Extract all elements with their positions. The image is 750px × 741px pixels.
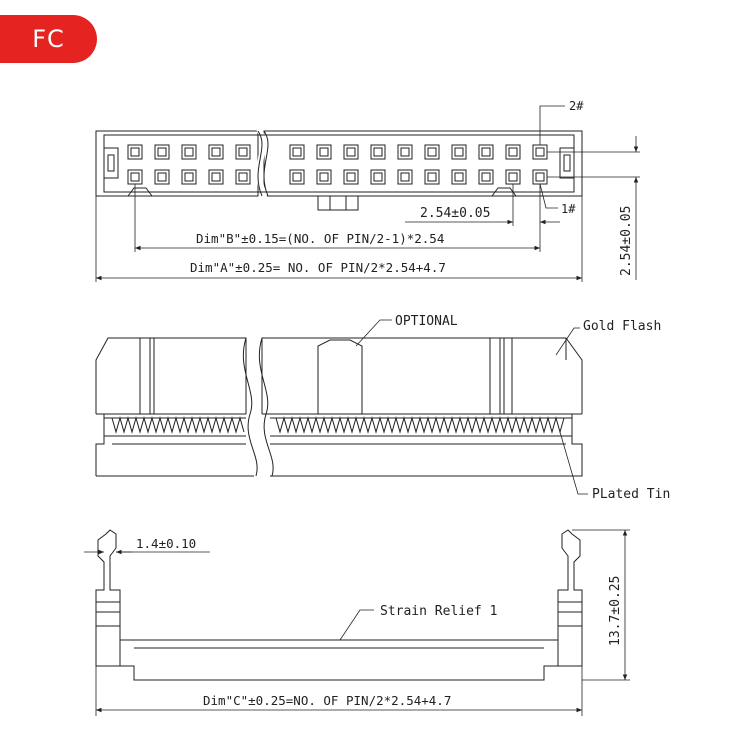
gold-flash-label: Gold Flash xyxy=(583,319,661,334)
pin-array xyxy=(127,144,548,185)
dim-c-formula: Dim"C"±0.25=NO. OF PIN/2*2.54+4.7 xyxy=(203,693,451,708)
top-body-left xyxy=(95,130,259,197)
dim-b-formula: Dim"B"±0.15=(NO. OF PIN/2-1)*2.54 xyxy=(196,231,444,246)
plated-tin-label: PLated Tin xyxy=(592,487,670,502)
front-view: OPTIONAL Gold Flash PLated Tin xyxy=(95,314,670,502)
optional-label: OPTIONAL xyxy=(395,314,458,329)
vertical-pitch-dimension: 2.54±0.05 xyxy=(619,206,634,276)
top-view: 2# 1# 2.54±0.05 Dim"B"±0.15=(NO. OF PIN/… xyxy=(95,99,640,282)
left-end-key xyxy=(103,147,119,179)
side-view: 1.4±0.10 13.7±0.25 Strain Relief 1 Dim"C… xyxy=(84,529,630,716)
top-body-right xyxy=(263,130,583,197)
right-latch xyxy=(557,529,583,667)
contact-teeth xyxy=(104,416,572,445)
fc-badge: FC xyxy=(0,15,97,63)
front-housing-left xyxy=(95,337,247,414)
right-end-key xyxy=(559,147,575,179)
height-dimension: 13.7±0.25 xyxy=(608,576,623,646)
strain-relief-label: Strain Relief 1 xyxy=(380,604,497,619)
optional-feature xyxy=(317,339,363,414)
pin-label-1: 1# xyxy=(561,202,576,216)
front-housing-right xyxy=(261,337,583,414)
polarization-key xyxy=(317,195,359,211)
front-base-left xyxy=(95,414,105,476)
pin-label-2: 2# xyxy=(569,99,584,113)
pitch-dimension: 2.54±0.05 xyxy=(420,206,490,221)
latch-width-dimension: 1.4±0.10 xyxy=(136,536,196,551)
dim-a-formula: Dim"A"±0.25= NO. OF PIN/2*2.54+4.7 xyxy=(190,260,446,275)
left-latch xyxy=(95,529,121,667)
